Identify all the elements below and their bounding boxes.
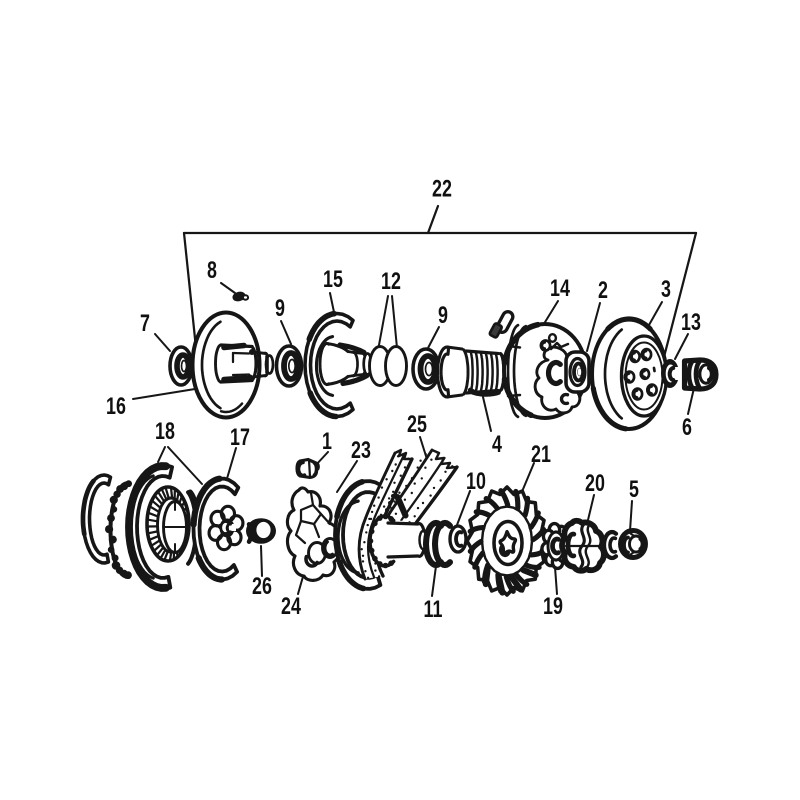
svg-text:1: 1 [322,427,332,454]
svg-text:24: 24 [281,592,301,619]
svg-text:9: 9 [275,294,285,321]
svg-text:10: 10 [466,467,486,494]
svg-text:6: 6 [682,413,692,440]
svg-text:23: 23 [351,436,371,463]
svg-text:14: 14 [550,274,570,301]
svg-text:9: 9 [438,301,448,328]
svg-text:12: 12 [381,267,401,294]
svg-text:21: 21 [531,440,551,467]
svg-text:17: 17 [230,423,250,450]
svg-text:16: 16 [106,392,126,419]
svg-text:5: 5 [629,475,639,502]
svg-text:2: 2 [598,276,608,303]
svg-text:3: 3 [661,275,671,302]
svg-text:20: 20 [585,469,605,496]
svg-text:4: 4 [492,430,502,457]
svg-text:8: 8 [207,256,217,283]
svg-text:18: 18 [155,417,175,444]
svg-text:13: 13 [681,308,701,335]
svg-text:22: 22 [432,175,452,202]
svg-text:19: 19 [543,592,563,619]
svg-text:15: 15 [323,265,343,292]
svg-text:25: 25 [407,410,427,437]
svg-text:11: 11 [424,595,443,622]
svg-text:26: 26 [252,572,272,599]
svg-text:7: 7 [140,309,150,336]
